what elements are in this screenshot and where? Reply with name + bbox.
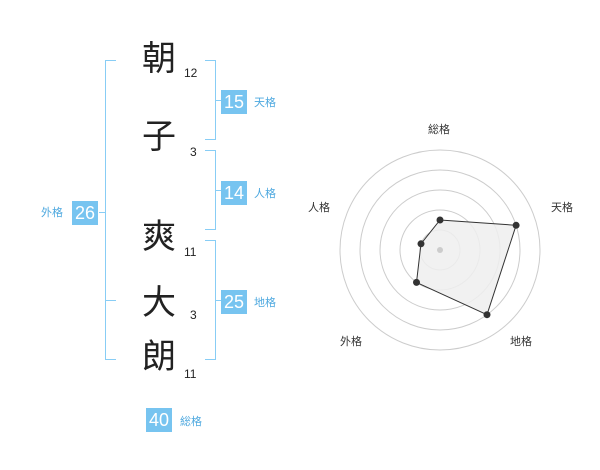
tenkaku-label: 天格 — [254, 96, 276, 109]
radar-point-jinkaku — [417, 240, 425, 248]
radar-point-soukaku — [436, 216, 444, 224]
radar-axis-label-gaikaku: 外格 — [340, 335, 362, 348]
tenkaku-tick — [216, 100, 221, 101]
chikaku-label: 地格 — [254, 296, 276, 309]
jinkaku-bracket — [205, 150, 216, 230]
name-char-3: 爽 — [142, 217, 176, 257]
stroke-count-3: 11 — [184, 245, 197, 259]
jinkaku-label: 人格 — [254, 187, 276, 200]
jinkaku-tick — [216, 190, 221, 191]
gaikaku-label: 外格 — [41, 206, 63, 219]
radar-axis-label-soukaku: 総格 — [428, 123, 450, 136]
name-char-4: 大 — [142, 283, 176, 323]
name-char-5: 朗 — [142, 337, 176, 377]
tenkaku-bracket — [205, 60, 216, 140]
radar-center-dot — [437, 247, 443, 253]
gaikaku-inner-tick — [105, 300, 116, 301]
fortune-radar-chart — [339, 149, 541, 351]
name-char-1: 朝 — [142, 39, 176, 79]
gaikaku-bracket — [105, 60, 116, 360]
gaikaku-badge: 26 — [72, 201, 98, 225]
stroke-count-5: 11 — [184, 367, 197, 381]
chikaku-tick — [216, 300, 221, 301]
radar-value-polygon — [415, 219, 517, 316]
chikaku-bracket — [205, 240, 216, 360]
radar-grid-ring — [359, 169, 521, 331]
chikaku-badge: 25 — [221, 290, 247, 314]
radar-point-gaikaku — [413, 278, 420, 286]
stroke-count-4: 3 — [190, 308, 197, 322]
radar-grid-ring — [339, 149, 541, 351]
stroke-count-2: 3 — [190, 145, 197, 159]
name-char-2: 子 — [142, 117, 176, 157]
radar-point-tenkaku — [512, 221, 520, 229]
jinkaku-badge: 14 — [221, 181, 247, 205]
radar-axis-label-chikaku: 地格 — [510, 335, 532, 348]
gaikaku-tick — [99, 212, 105, 213]
soukaku-label: 総格 — [180, 415, 202, 428]
radar-point-chikaku — [483, 311, 491, 319]
stroke-count-1: 12 — [184, 66, 198, 80]
tenkaku-badge: 15 — [221, 90, 247, 114]
soukaku-badge: 40 — [146, 408, 172, 432]
radar-axis-label-tenkaku: 天格 — [551, 201, 573, 214]
radar-axis-label-jinkaku: 人格 — [308, 201, 330, 214]
